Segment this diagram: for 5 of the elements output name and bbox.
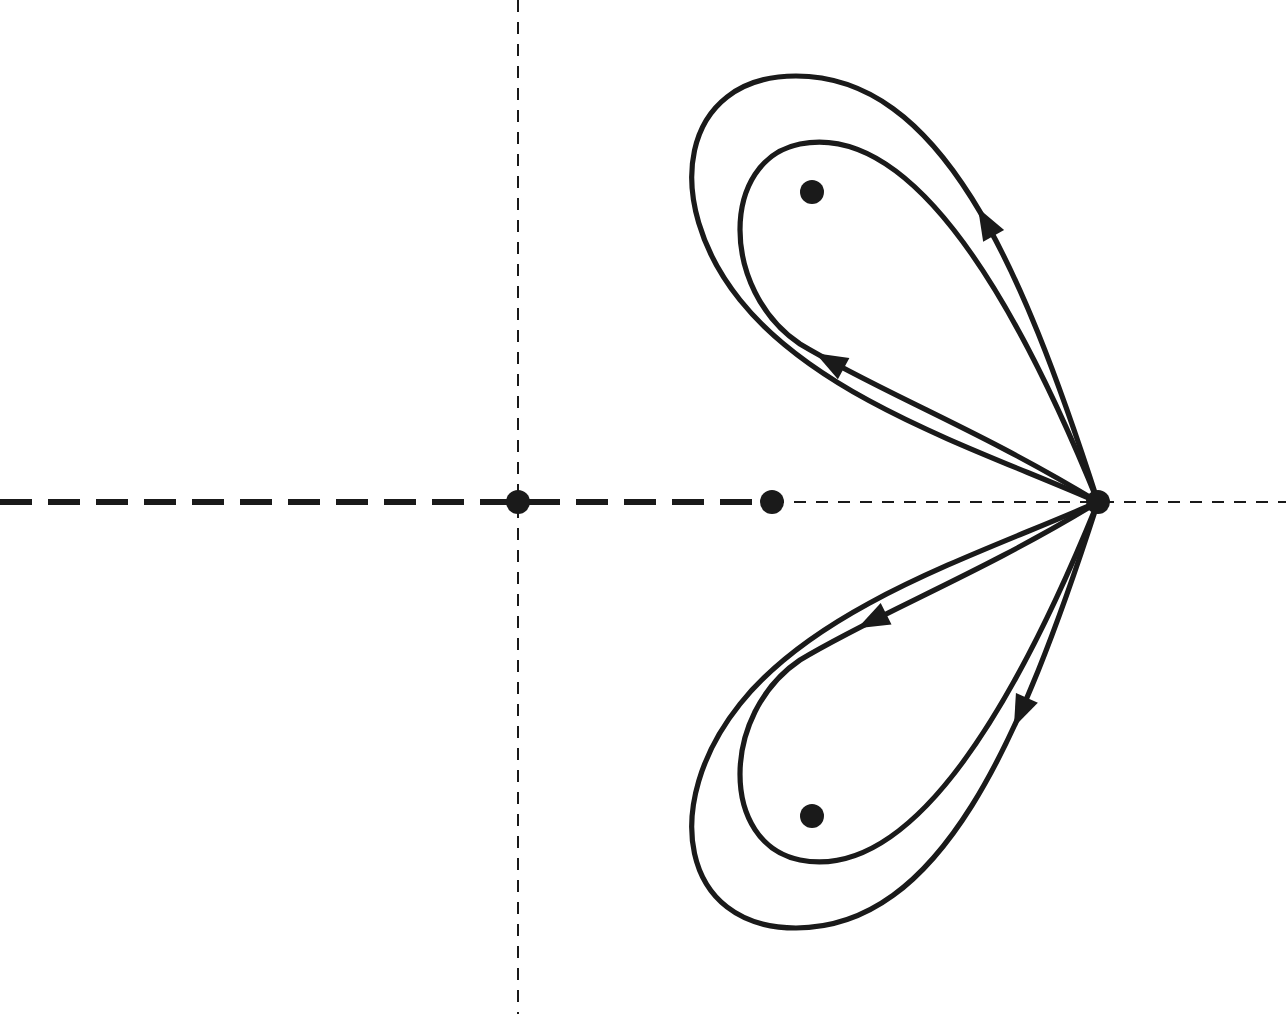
- point-dot: [800, 180, 824, 204]
- point-dot: [800, 804, 824, 828]
- point-dot: [1086, 490, 1110, 514]
- point-dot: [506, 490, 530, 514]
- point-dot: [760, 490, 784, 514]
